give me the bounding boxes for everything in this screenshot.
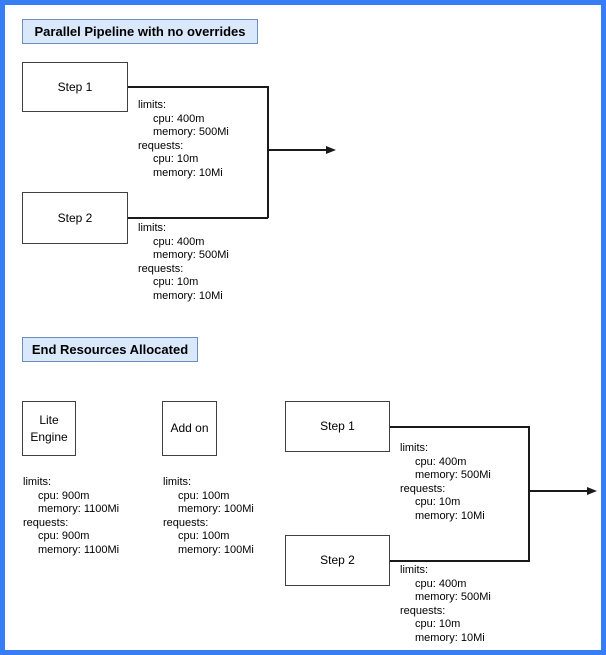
connector-end-output-line	[528, 490, 588, 492]
resources-add-on: limits: cpu: 100m memory: 100Mi requests…	[163, 476, 254, 557]
resource-line: requests:	[138, 262, 184, 275]
arrow-right-icon	[587, 486, 597, 495]
resources-step1: limits: cpu: 400m memory: 500Mi requests…	[138, 99, 229, 180]
resource-line: memory: 10Mi	[415, 509, 485, 522]
connector-end-step1-to-join	[390, 426, 529, 428]
resource-line: cpu: 10m	[153, 276, 199, 288]
resource-line: cpu: 10m	[415, 496, 461, 508]
node-end-step1-label: Step 1	[320, 419, 355, 433]
connector-join-vertical	[267, 86, 269, 218]
node-end-step1: Step 1	[285, 401, 390, 452]
node-end-step2: Step 2	[285, 535, 390, 586]
node-step2-label: Step 2	[57, 210, 93, 225]
connector-output-line	[267, 149, 327, 151]
node-lite-engine-label-line2: Engine	[30, 429, 68, 444]
node-step1-label: Step 1	[57, 79, 93, 94]
node-add-on-label: Add on	[170, 421, 209, 435]
resource-line: memory: 100Mi	[178, 503, 254, 515]
resource-line: memory: 10Mi	[153, 289, 223, 302]
resource-line: memory: 100Mi	[178, 543, 254, 556]
resource-line: cpu: 400m	[153, 235, 205, 248]
resource-line: cpu: 900m	[38, 489, 90, 502]
resources-step2: limits: cpu: 400m memory: 500Mi requests…	[138, 222, 229, 303]
arrow-right-icon	[326, 145, 336, 154]
node-lite-engine: Lite Engine	[22, 401, 76, 456]
resource-line: memory: 500Mi	[415, 591, 491, 603]
resource-line: cpu: 900m	[38, 530, 90, 542]
resource-line: memory: 500Mi	[153, 126, 229, 138]
resource-line: memory: 10Mi	[415, 631, 485, 644]
resource-line: limits:	[138, 99, 167, 111]
resource-line: memory: 1100Mi	[38, 503, 120, 515]
resource-line: requests:	[163, 516, 209, 529]
resource-line: cpu: 400m	[415, 577, 467, 590]
connector-end-step2-to-join	[390, 560, 529, 562]
resource-line: requests:	[138, 139, 184, 152]
resource-line: cpu: 10m	[153, 153, 199, 165]
resource-line: limits:	[400, 564, 429, 576]
resources-lite-engine: limits: cpu: 900m memory: 1100Mi request…	[23, 476, 119, 557]
connector-step2-to-join	[128, 217, 268, 219]
resources-end-step2: limits: cpu: 400m memory: 500Mi requests…	[400, 564, 491, 645]
resource-line: memory: 500Mi	[415, 469, 491, 481]
connector-end-join-vertical	[528, 426, 530, 562]
resource-line: limits:	[163, 476, 192, 488]
resource-line: requests:	[400, 482, 446, 495]
resource-line: requests:	[23, 516, 69, 529]
resources-end-step1: limits: cpu: 400m memory: 500Mi requests…	[400, 442, 491, 523]
node-step1: Step 1	[22, 62, 128, 112]
section-title-end-resources: End Resources Allocated	[22, 337, 198, 362]
resource-line: cpu: 400m	[415, 455, 467, 468]
connector-step1-to-join	[128, 86, 268, 88]
resource-line: cpu: 10m	[415, 618, 461, 630]
resource-line: cpu: 100m	[178, 530, 230, 542]
resource-line: limits:	[23, 476, 52, 488]
resource-line: cpu: 400m	[153, 112, 205, 125]
resource-line: limits:	[138, 222, 167, 234]
resource-line: limits:	[400, 442, 429, 454]
node-add-on: Add on	[162, 401, 217, 456]
resource-line: memory: 500Mi	[153, 249, 229, 261]
node-step2: Step 2	[22, 192, 128, 244]
resource-line: requests:	[400, 604, 446, 617]
node-end-step2-label: Step 2	[320, 553, 355, 567]
resource-line: cpu: 100m	[178, 489, 230, 502]
section-title-parallel-pipeline: Parallel Pipeline with no overrides	[22, 19, 258, 44]
node-lite-engine-label-line1: Lite	[39, 412, 59, 427]
resource-line: memory: 1100Mi	[38, 543, 120, 556]
resource-line: memory: 10Mi	[153, 166, 223, 179]
